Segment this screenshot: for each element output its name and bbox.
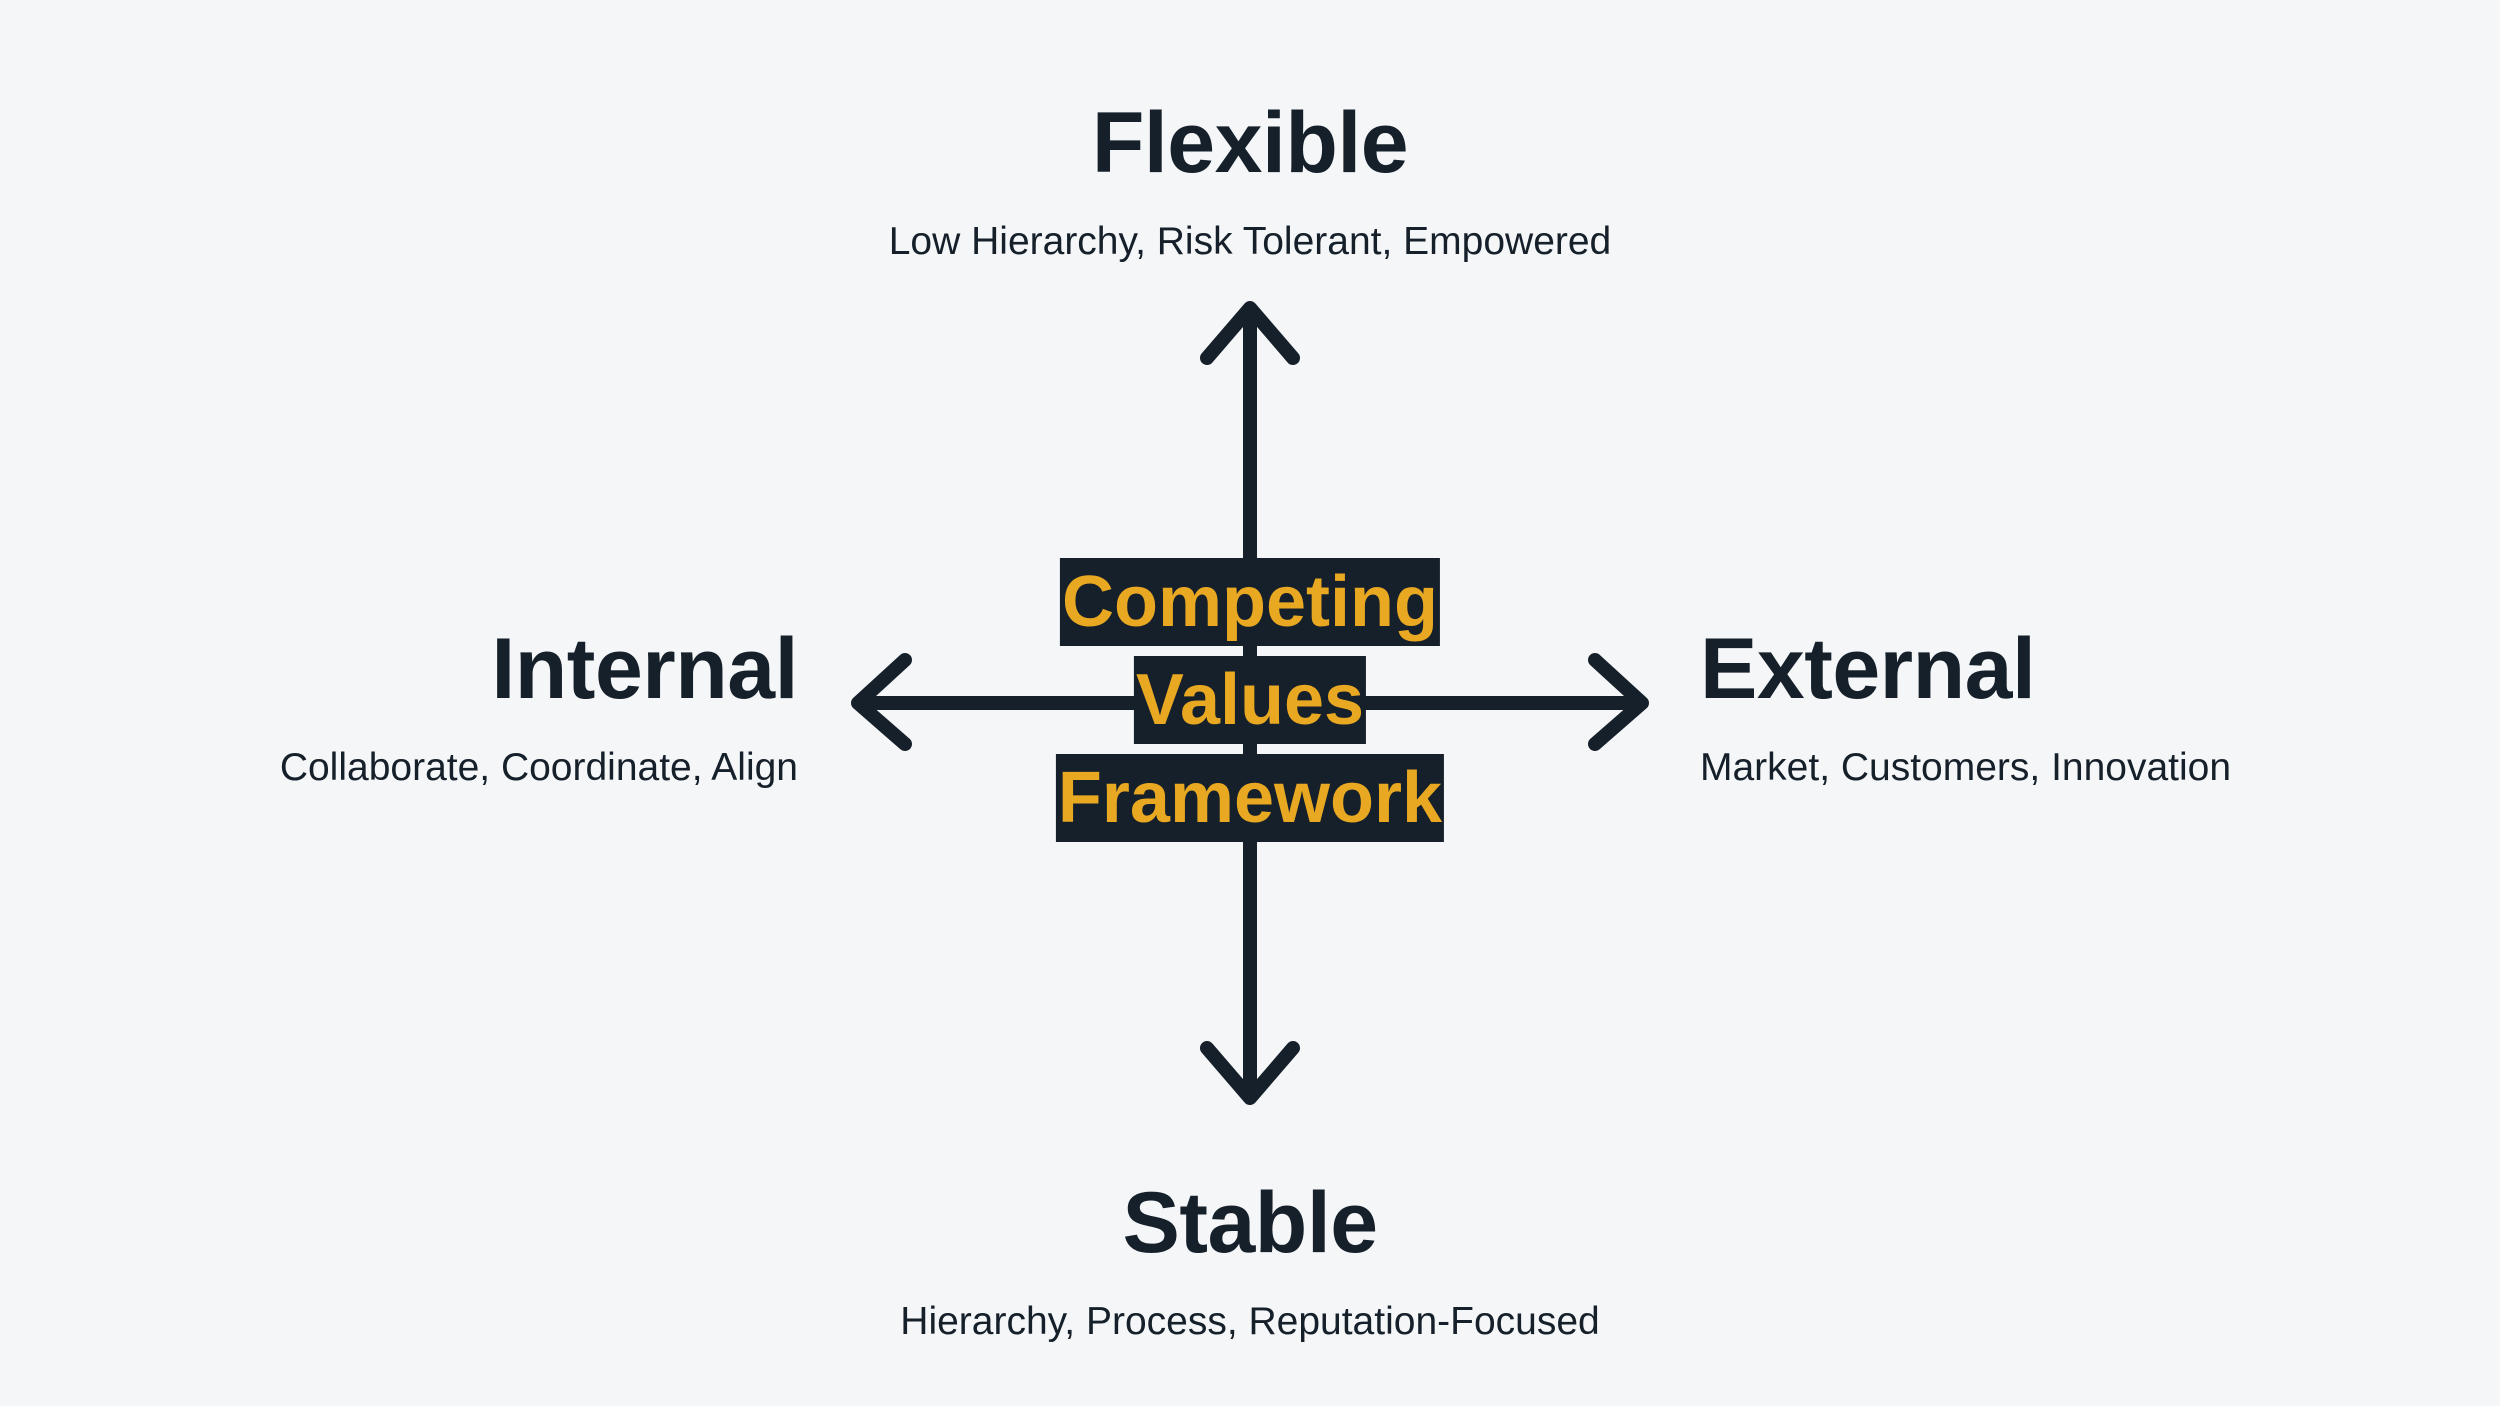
framework-title: Competing Values Framework — [1055, 558, 1445, 842]
arrow-head-down — [1200, 1041, 1300, 1105]
framework-title-line: Values — [1133, 656, 1367, 744]
pole-subtitle-stable: Hierarchy, Process, Reputation-Focused — [900, 1300, 1600, 1343]
pole-title-stable: Stable — [1122, 1175, 1378, 1271]
pole-title-internal: Internal — [491, 621, 798, 717]
pole-subtitle-flexible: Low Hierarchy, Risk Tolerant, Empowered — [888, 220, 1612, 263]
arrow-head-left — [851, 653, 912, 751]
arrow-head-up — [1200, 301, 1300, 365]
framework-title-line: Framework — [1055, 754, 1445, 842]
pole-title-external: External — [1700, 621, 2036, 717]
pole-subtitle-internal: Collaborate, Coordinate, Align — [279, 746, 798, 789]
arrow-head-right — [1588, 653, 1649, 751]
pole-title-flexible: Flexible — [1091, 95, 1409, 191]
framework-title-line: Competing — [1060, 558, 1440, 646]
pole-subtitle-external: Market, Customers, Innovation — [1700, 746, 2232, 789]
